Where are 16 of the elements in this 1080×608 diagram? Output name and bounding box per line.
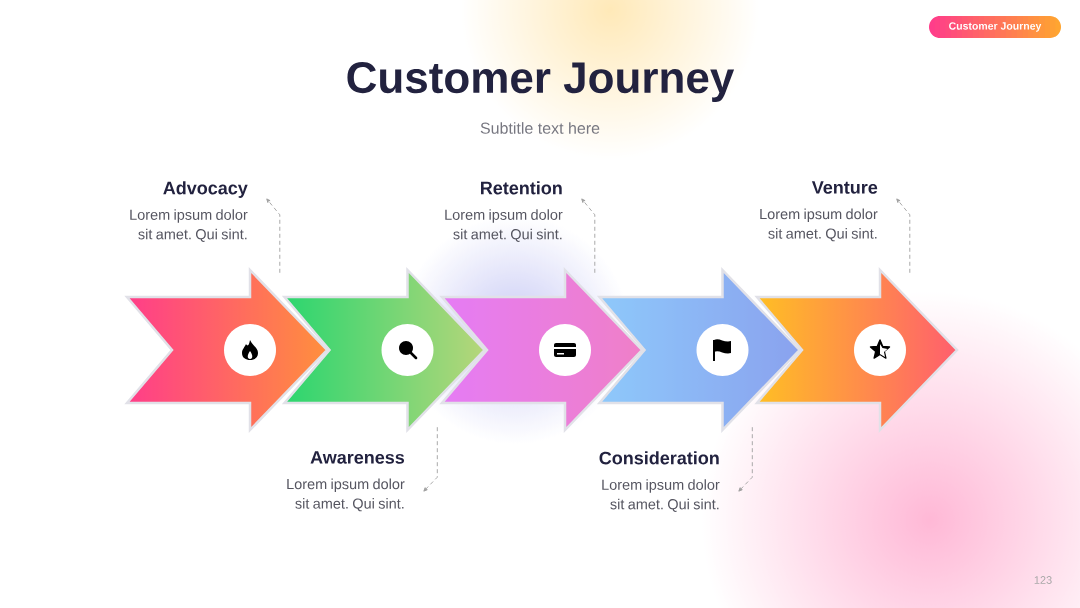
arrow-shape — [124, 266, 329, 434]
step-text: Awareness Lorem ipsum dolor sit amet. Qui sint. — [287, 451, 405, 512]
leader-arrow — [738, 426, 753, 492]
step-text: Venture Lorem ipsum dolor sit amet. Qui sint. — [760, 181, 878, 242]
tag-pill: Customer Journey — [929, 16, 1061, 38]
step-text: Retention Lorem ipsum dolor sit amet. Qui sint. — [445, 181, 563, 242]
step-text: Advocacy Lorem ipsum dolor sit amet. Qui sint. — [130, 181, 248, 242]
subtitle: Subtitle text here — [480, 122, 600, 134]
node-label: Customer Journey — [949, 22, 1042, 32]
title: Customer Journey — [347, 62, 735, 102]
leader-arrow — [581, 198, 596, 274]
leader-arrow — [423, 426, 438, 492]
leader-arrow — [896, 198, 911, 274]
leader-arrow — [266, 198, 281, 274]
page-number: 123 — [1034, 576, 1052, 584]
step-text: Consideration Lorem ipsum dolor sit amet. Qui sint. — [599, 451, 720, 512]
